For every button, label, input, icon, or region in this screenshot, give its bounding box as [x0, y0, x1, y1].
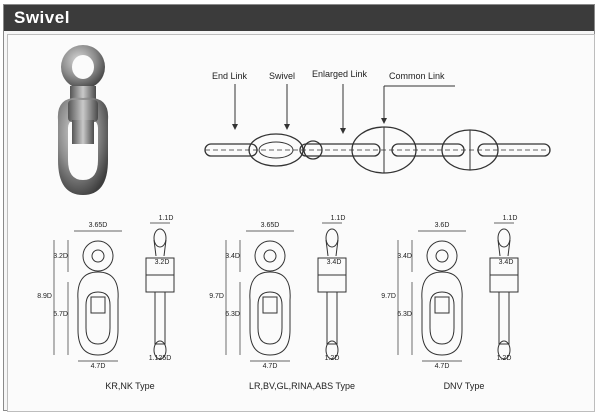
base-dim: 4.7D: [435, 363, 450, 370]
side-top-dim: 1.1D: [331, 215, 346, 222]
overall-dim: 9.7D: [381, 293, 396, 300]
lower-dim: 6.3D: [225, 311, 240, 318]
swivel-drawing-kr-nk: 3.65D 3.2D 8.9D 5.7D 4.7D 1.1D 3.2D 1.125D KR,NK…: [37, 215, 175, 391]
head-dim: 3.2D: [53, 253, 68, 260]
swivel-drawing-lr-bv: 3.65D 3.4D 9.7D 6.3D 4.7D 1.1D 3.4D 1.2D LR,BV,G…: [209, 215, 355, 391]
overall-dim: 8.9D: [37, 293, 52, 300]
side-top-dim: 1.1D: [159, 215, 174, 222]
lower-dim: 5.7D: [53, 311, 68, 318]
lower-dim: 6.3D: [397, 311, 412, 318]
swivel-photo: [57, 45, 109, 195]
title-bar: Swivel: [4, 5, 594, 31]
label-swivel: Swivel: [269, 71, 295, 81]
base-dim: 4.7D: [263, 363, 278, 370]
side-top-dim: 1.1D: [503, 215, 518, 222]
label-common-link: Common Link: [389, 71, 445, 81]
type-caption: DNV Type: [444, 381, 485, 391]
side-bot-dim: 1.2D: [325, 355, 340, 362]
side-bot-dim: 1.2D: [497, 355, 512, 362]
width-dim: 3.65D: [89, 222, 108, 229]
overall-dim: 9.7D: [209, 293, 224, 300]
head-dim: 3.4D: [397, 253, 412, 260]
swivel-drawing-dnv: 3.6D 3.4D 9.7D 6.3D 4.7D 1.1D 3.4D 1.2D DNV Type: [381, 215, 519, 391]
width-dim: 3.6D: [435, 222, 450, 229]
type-caption: KR,NK Type: [105, 381, 154, 391]
label-end-link: End Link: [212, 71, 248, 81]
side-mid-dim: 3.4D: [327, 259, 342, 266]
side-mid-dim: 3.2D: [155, 259, 170, 266]
head-dim: 3.4D: [225, 253, 240, 260]
type-caption: LR,BV,GL,RINA,ABS Type: [249, 381, 355, 391]
side-mid-dim: 3.4D: [499, 259, 514, 266]
chain-diagram: End Link Swivel Enlarged Link Common Lin…: [204, 69, 551, 174]
width-dim: 3.65D: [261, 222, 280, 229]
side-bot-dim: 1.125D: [149, 355, 172, 362]
page-title: Swivel: [14, 8, 70, 27]
swivel-sheet: Swivel: [3, 4, 595, 412]
label-enlarged-link: Enlarged Link: [312, 69, 368, 79]
base-dim: 4.7D: [91, 363, 106, 370]
